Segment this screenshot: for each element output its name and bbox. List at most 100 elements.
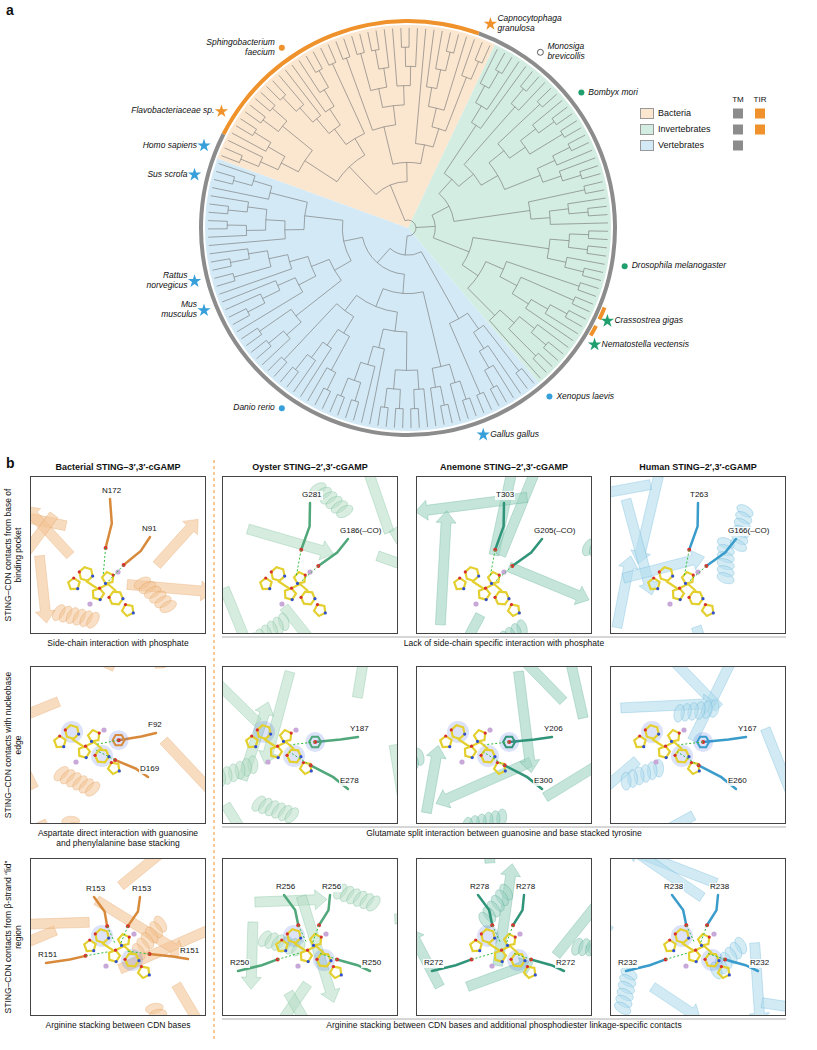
ligand-ring — [88, 730, 99, 741]
hydrogen-bond — [296, 550, 301, 577]
hydrogen-bond — [107, 926, 115, 943]
ligand-atom — [665, 756, 668, 759]
residue-label: R256 — [321, 883, 342, 892]
ligand-atom — [518, 611, 521, 614]
tir-ring — [589, 325, 598, 337]
structure-panel: Y167E260 — [610, 666, 786, 824]
ligand-atom — [504, 769, 507, 772]
structure-cartoon — [610, 476, 786, 634]
beta-strand — [280, 604, 341, 634]
structure-panel: Y187E278 — [222, 666, 398, 824]
residue-label: F92 — [147, 721, 163, 730]
ligand-atom — [493, 936, 496, 939]
ligand-ring — [675, 929, 688, 943]
residue-label: Y187 — [349, 725, 370, 734]
residue-stick — [124, 537, 150, 565]
hydrogen-bond — [472, 953, 495, 960]
phosphate-atom — [101, 727, 106, 732]
beta-strand — [761, 998, 786, 1016]
ligand-atom — [268, 587, 271, 590]
hydrogen-bond — [278, 953, 301, 960]
ligand-atom — [62, 745, 65, 748]
beta-strand — [222, 669, 261, 726]
ligand-ring — [310, 934, 321, 945]
domain-square — [733, 141, 743, 151]
species-label: Bombyx mori — [588, 88, 638, 98]
ligand-ring — [645, 725, 658, 739]
hydrogen-bond — [507, 925, 513, 942]
ligand-atom — [115, 960, 118, 963]
ligand-atom — [477, 574, 480, 577]
structure-cartoon — [610, 666, 786, 824]
domain-square — [755, 109, 765, 119]
residue-stick — [689, 503, 698, 550]
domain-square — [733, 125, 743, 135]
ligand-ring — [287, 929, 300, 943]
ligand-atom — [698, 769, 701, 772]
structure-cartoon — [416, 666, 592, 824]
beta-strand — [555, 666, 588, 719]
ligand-atom — [284, 949, 287, 952]
hydrogen-bond — [490, 550, 495, 577]
helix-turn — [282, 805, 301, 824]
species-label: Xenopus laevis — [556, 392, 614, 402]
hydrogen-bond — [313, 925, 319, 942]
hydrogen-bond — [684, 550, 689, 577]
ligand-atom — [91, 574, 94, 577]
helix-turn — [83, 779, 103, 799]
ligand-atom — [526, 965, 529, 968]
ligand-ring — [495, 592, 509, 605]
open-marker — [537, 49, 543, 55]
beta-strand — [552, 882, 592, 958]
beta-strand — [30, 914, 89, 934]
residue-atom — [684, 923, 688, 927]
dot-marker — [279, 45, 285, 51]
ligand-atom — [315, 958, 318, 961]
ligand-atom — [690, 761, 693, 764]
residue-label: Y167 — [737, 725, 758, 734]
tir-ring — [598, 307, 607, 320]
beta-strand — [246, 524, 333, 560]
ligand-atom — [720, 965, 723, 968]
ligand-ring — [285, 588, 296, 599]
structure-panel: R238R238R232R232 — [610, 858, 786, 1016]
ligand-ring — [479, 588, 490, 599]
legend-swatch — [640, 108, 654, 119]
helix-turn — [148, 1008, 168, 1016]
beta-strand — [435, 511, 456, 625]
beta-strand — [241, 922, 261, 989]
ligand-ring — [95, 929, 108, 943]
ligand-ring — [125, 954, 139, 967]
residue-stick — [106, 499, 112, 548]
ligand-atom — [644, 728, 647, 731]
ligand-ring — [138, 967, 149, 978]
residue-stick — [301, 503, 310, 550]
ligand-atom — [458, 576, 461, 579]
ligand-atom — [313, 597, 316, 600]
ligand-atom — [299, 755, 302, 758]
residue-label: E260 — [727, 777, 748, 786]
ligand-ring — [504, 934, 515, 945]
ligand-atom — [476, 740, 479, 743]
clade-wedge — [205, 159, 539, 431]
ligand-atom — [104, 582, 107, 585]
ligand-atom — [463, 732, 466, 735]
column-header: Anemone STING–2′,3′-cGAMP — [416, 462, 592, 472]
ligand-atom — [509, 958, 512, 961]
tree-branches — [208, 28, 608, 428]
star-marker — [197, 303, 210, 316]
structure-cartoon — [222, 476, 398, 634]
column-header: Bacterial STING–3′,3′-cGAMP — [30, 462, 206, 472]
ligand-atom — [72, 576, 75, 579]
ligand-ring — [109, 950, 120, 961]
row-caption: Arginine stacking between CDN bases — [30, 1021, 206, 1031]
beta-strand — [356, 476, 394, 534]
ligand-atom — [493, 596, 496, 599]
residue-label: R232 — [749, 959, 770, 968]
beta-strand — [35, 555, 56, 623]
caption-rule — [222, 1019, 786, 1020]
beta-strand — [284, 990, 345, 1016]
ligand-atom — [692, 573, 695, 576]
ligand-atom — [285, 754, 288, 757]
ligand-atom — [290, 587, 293, 590]
